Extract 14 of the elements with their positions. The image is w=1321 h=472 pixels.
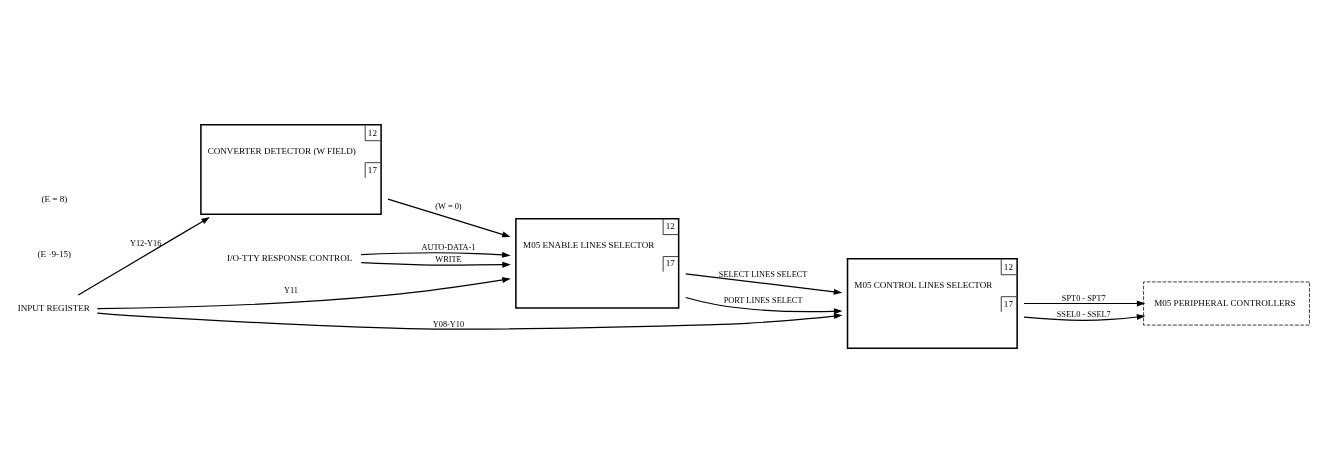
label: (E ·9-15)	[37, 248, 72, 259]
node-text: I/O-TTY RESPONSE CONTROL	[227, 252, 353, 263]
edge-label: (W = 0)	[435, 201, 462, 211]
edge-label: Y08-Y10	[432, 319, 465, 329]
node-text: INPUT REGISTER	[17, 302, 90, 313]
edge-label: AUTO-DATA-1	[421, 242, 476, 252]
edge-label: Y12-Y16	[129, 238, 162, 248]
edge-label: Y11	[283, 285, 298, 295]
label: (E = 8)	[41, 193, 68, 204]
edge-label: PORT LINES SELECT	[723, 295, 803, 305]
edge-label: SSEL0 - SSEL7	[1056, 309, 1111, 319]
edge-label: SPT0 - SPT7	[1061, 293, 1106, 303]
edge-label: SELECT LINES SELECT	[718, 269, 808, 279]
edge-label: WRITE	[435, 254, 462, 264]
